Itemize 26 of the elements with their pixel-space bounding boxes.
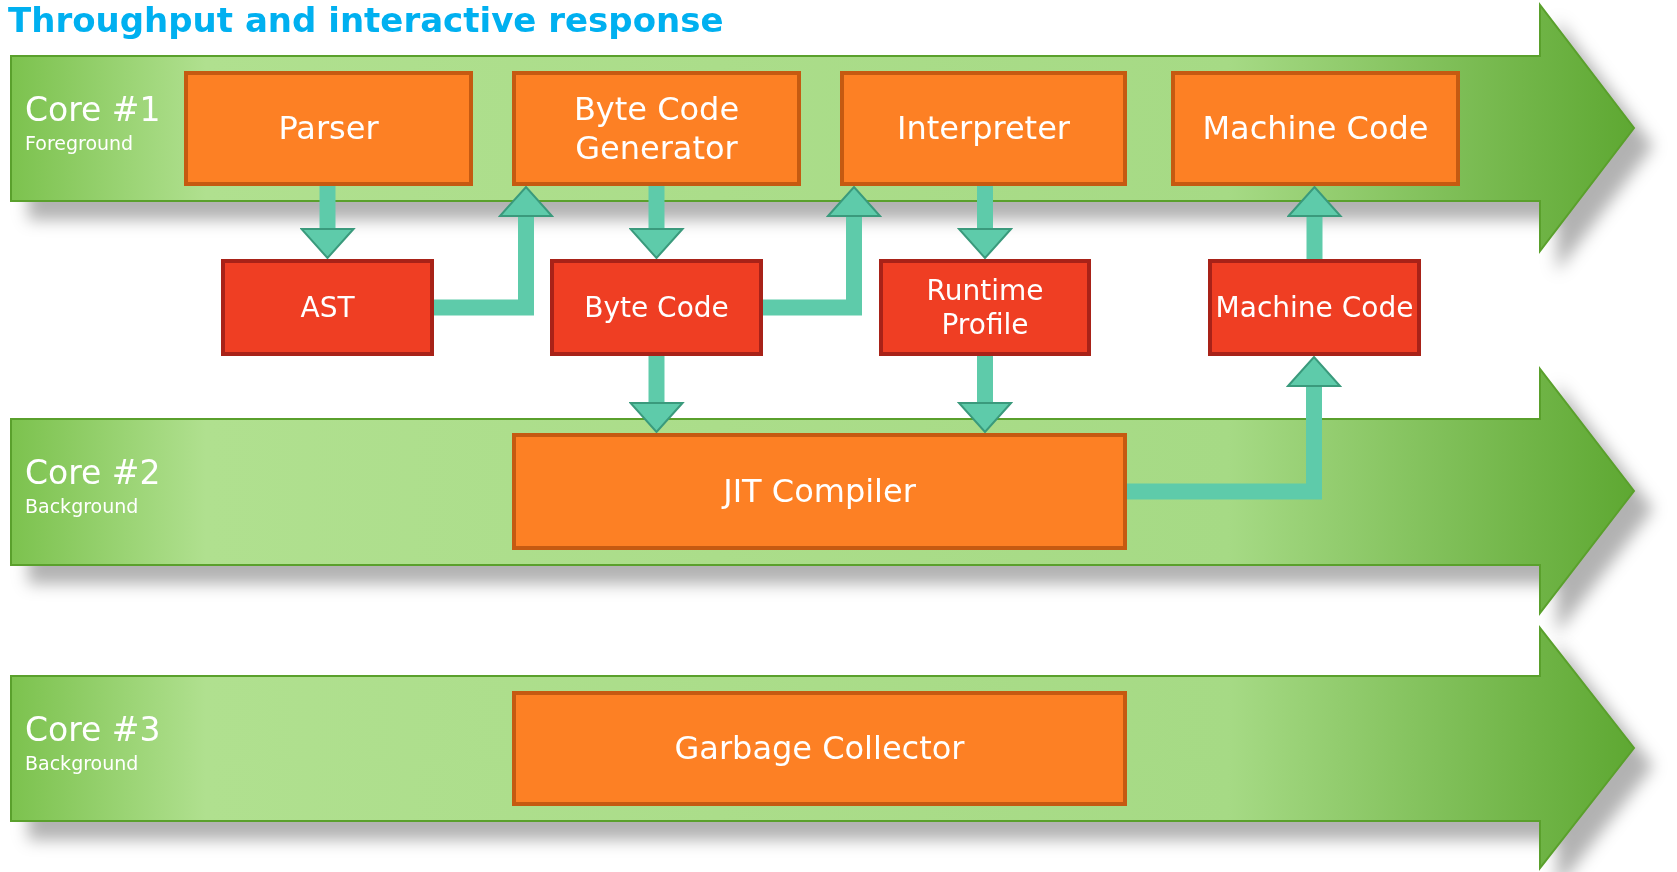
arrow — [629, 186, 684, 259]
process-box: JIT Compiler — [512, 433, 1127, 550]
lane-title: Core #3 — [25, 710, 161, 749]
lane-subtitle: Background — [25, 752, 139, 774]
arrow — [629, 356, 684, 433]
arrow — [300, 186, 355, 259]
arrow — [1127, 356, 1341, 500]
data-box: Byte Code — [550, 259, 763, 356]
process-box: Interpreter — [840, 71, 1127, 186]
arrow — [763, 186, 881, 316]
process-box: Parser — [184, 71, 473, 186]
data-box: Machine Code — [1208, 259, 1421, 356]
lane-subtitle: Foreground — [25, 132, 134, 154]
arrow — [958, 356, 1012, 433]
arrow — [434, 186, 553, 316]
arrow — [958, 186, 1012, 259]
lane-subtitle: Background — [25, 495, 139, 517]
process-box: Byte Code Generator — [512, 71, 801, 186]
process-box: Machine Code — [1171, 71, 1460, 186]
lane-title: Core #2 — [25, 453, 161, 492]
data-box: Runtime Profile — [879, 259, 1091, 356]
diagram-title: Throughput and interactive response — [8, 0, 724, 40]
process-box: Garbage Collector — [512, 691, 1127, 806]
data-box: AST — [221, 259, 434, 356]
arrow — [1287, 186, 1342, 259]
lane-title: Core #1 — [25, 90, 161, 129]
